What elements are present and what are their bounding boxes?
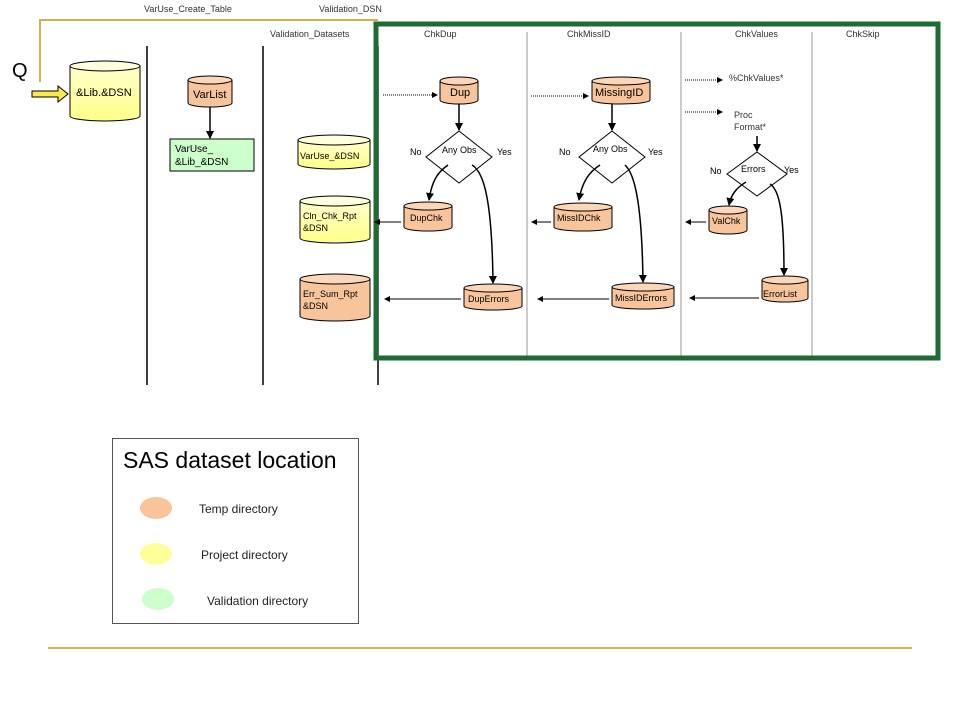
bottom-rule: [48, 647, 912, 649]
decision-missid-yes-label: Yes: [648, 147, 663, 157]
chkvalues-macro-label: %ChkValues*: [729, 73, 784, 83]
decision-values-yes-label: Yes: [784, 165, 799, 175]
dataset-duperrors-label: DupErrors: [468, 294, 510, 304]
legend-swatch-validation: [142, 588, 174, 610]
dataset-lib-dsn: &Lib.&DSN: [69, 60, 141, 122]
input-arrow: [31, 84, 69, 104]
column-header-chkskip: ChkSkip: [846, 29, 880, 39]
column-header-chkmissid: ChkMissID: [567, 29, 611, 39]
dataset-cln-chk-rpt-line2: &DSN: [303, 223, 328, 233]
dataset-varuse-lib-dsn: VarUse_ &Lib_&DSN: [169, 138, 255, 172]
label-varuse-create-table: VarUse_Create_Table: [144, 4, 232, 14]
dataset-missingid: MissingID: [591, 76, 651, 105]
dataset-errorlist-label: ErrorList: [763, 289, 798, 299]
decision-missid-no-label: No: [559, 147, 571, 157]
dataset-dup-label: Dup: [450, 87, 470, 99]
decision-missid-question: Any Obs: [593, 144, 628, 154]
dataset-missidchk-label: MissIDChk: [557, 213, 601, 223]
decision-dup-no-label: No: [410, 147, 422, 157]
dataset-varlist: VarList: [187, 75, 233, 108]
dataset-varuse-lib-dsn-line1: VarUse_: [175, 144, 214, 155]
dataset-err-sum-rpt-line2: &DSN: [303, 301, 328, 311]
dataset-missiderrors-label: MissIDErrors: [615, 293, 667, 303]
arrow-values-no: [726, 181, 747, 206]
dataset-lib-dsn-label: &Lib.&DSN: [76, 87, 132, 99]
dataset-duperrors: DupErrors: [463, 283, 523, 311]
dataset-missingid-label: MissingID: [595, 87, 643, 99]
dataset-cln-chk-rpt: Cln_Chk_Rpt &DSN: [299, 195, 371, 244]
label-validation-dsn: Validation_DSN: [319, 4, 382, 14]
dataset-missiderrors: MissIDErrors: [611, 282, 675, 310]
dataset-cln-chk-rpt-line1: Cln_Chk_Rpt: [303, 211, 357, 221]
dataset-varuse-lib-dsn-line2: &Lib_&DSN: [175, 157, 228, 168]
column-header-validation-datasets: Validation_Datasets: [270, 29, 350, 39]
legend-title: SAS dataset location: [123, 447, 337, 473]
arrow-missid-yes: [624, 164, 647, 283]
legend-swatch-temp: [140, 497, 172, 519]
dataset-err-sum-rpt-line1: Err_Sum_Rpt: [303, 289, 358, 299]
dataset-missidchk: MissIDChk: [553, 202, 613, 232]
proc-format-line2: Format*: [734, 122, 767, 132]
decision-dup-question: Any Obs: [442, 145, 477, 155]
dataset-err-sum-rpt: Err_Sum_Rpt &DSN: [299, 273, 371, 322]
decision-values-question: Errors: [741, 164, 766, 174]
arrow-dup-yes: [471, 164, 497, 284]
legend-label-temp: Temp directory: [199, 502, 278, 516]
decision-values-no-label: No: [710, 166, 722, 176]
dataset-dupchk: DupChk: [403, 201, 453, 232]
q-label: Q: [12, 60, 28, 82]
dataset-varuse-dsn-label: VarUse_&DSN: [300, 151, 359, 161]
dataset-valchk-label: ValChk: [712, 216, 741, 226]
arrow-dup-no: [426, 164, 449, 201]
proc-format-line1: Proc: [734, 110, 753, 120]
arrow-missid-no: [576, 164, 601, 201]
dataset-varuse-dsn: VarUse_&DSN: [297, 134, 371, 170]
guide-line-top: [39, 19, 378, 82]
dataset-dup: Dup: [439, 76, 479, 105]
decision-dup-yes-label: Yes: [497, 147, 512, 157]
decision-dup-any-obs: [425, 130, 493, 184]
dataset-dupchk-label: DupChk: [410, 213, 443, 223]
legend-swatch-project: [140, 543, 172, 565]
dataset-valchk: ValChk: [708, 205, 748, 235]
validation-highlight-frame: [373, 21, 941, 361]
legend-label-project: Project directory: [201, 548, 288, 562]
dataset-varlist-label: VarList: [193, 89, 226, 101]
legend: SAS dataset location Temp directory Proj…: [112, 438, 359, 624]
column-header-chkvalues: ChkValues: [735, 29, 778, 39]
arrow-values-yes: [769, 183, 788, 276]
legend-label-validation: Validation directory: [207, 594, 309, 608]
dataset-errorlist: ErrorList: [761, 275, 809, 303]
column-header-chkdup: ChkDup: [424, 29, 457, 39]
